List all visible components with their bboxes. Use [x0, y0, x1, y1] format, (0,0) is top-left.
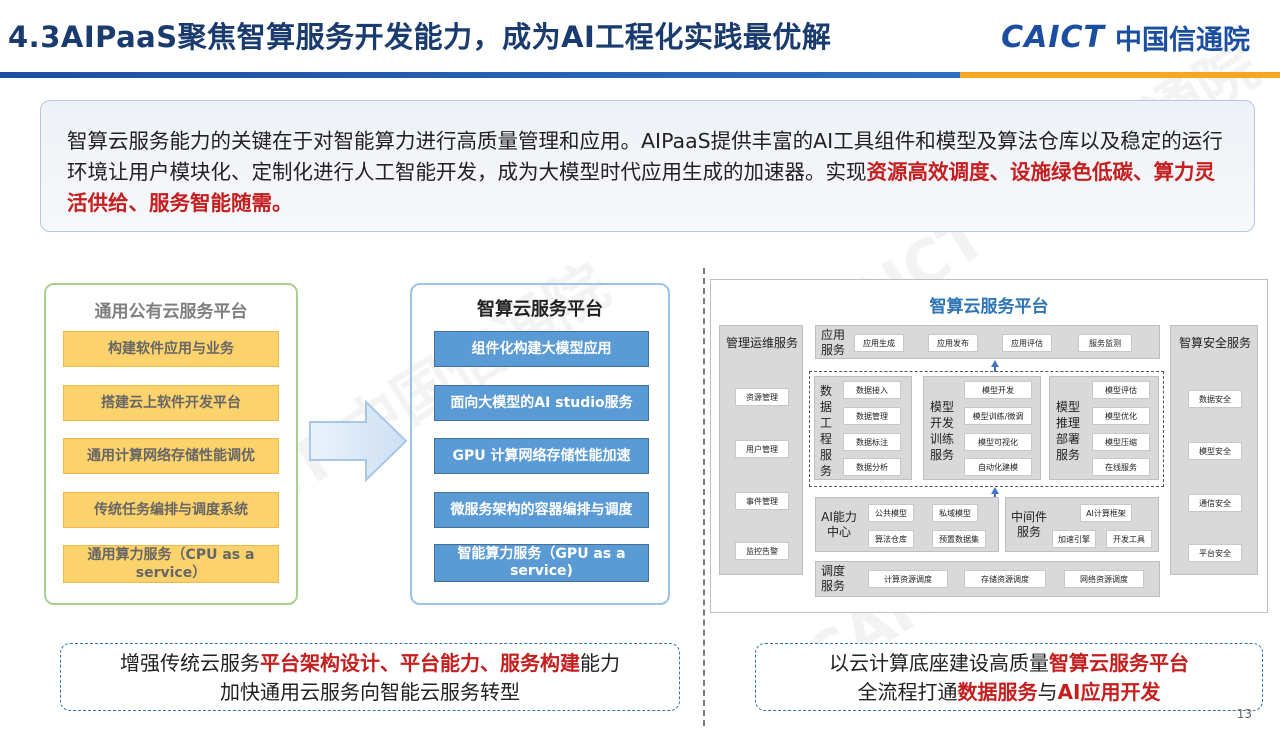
- arrow-up-icon: [991, 360, 999, 367]
- diagram-title: 智算云服务平台: [929, 297, 1049, 317]
- app-service-item: 应用发布: [928, 334, 978, 352]
- smart-cloud-item: 智能算力服务（GPU as a service): [434, 544, 649, 582]
- smart-cloud-panel: 智算云服务平台 组件化构建大模型应用 面向大模型的AI studio服务 GPU…: [410, 283, 670, 605]
- callout-right-text: 全流程打通: [857, 680, 958, 704]
- callout-left-text: 能力: [580, 651, 620, 675]
- header-divider: [0, 72, 1280, 78]
- security-item: 数据安全: [1188, 390, 1242, 408]
- mgmt-panel: 管理运维服务 资源管理 用户管理 事件管理 监控告警: [719, 325, 803, 575]
- smart-cloud-item: 微服务架构的容器编排与调度: [434, 492, 649, 528]
- smart-cloud-item: GPU 计算网络存储性能加速: [434, 438, 649, 474]
- callout-left-line2: 加快通用云服务向智能云服务转型: [220, 680, 520, 704]
- mgmt-item: 资源管理: [735, 388, 789, 406]
- model-training-title: 模型开发训练服务: [929, 400, 954, 462]
- callout-right-highlight: 智算云服务平台: [1049, 651, 1189, 675]
- security-item: 模型安全: [1188, 442, 1242, 460]
- middleware-panel: 中间件服务 AI计算框架 加速引擎 开发工具: [1005, 497, 1159, 552]
- app-service-title: 应用服务: [820, 328, 845, 357]
- callout-left: 增强传统云服务平台架构设计、平台能力、服务构建能力 加快通用云服务向智能云服务转…: [60, 643, 680, 711]
- model-inference-item: 模型压缩: [1092, 433, 1150, 451]
- ai-capability-item: 预置数据集: [932, 530, 986, 548]
- callout-right-text: 与: [1037, 680, 1058, 704]
- callout-right-highlight: 数据服务: [957, 680, 1038, 704]
- model-inference-title: 模型推理部署服务: [1055, 400, 1080, 462]
- general-cloud-item: 通用计算网络存储性能调优: [63, 438, 279, 474]
- page-number: 13: [1236, 707, 1252, 721]
- intro-panel: 智算云服务能力的关键在于对智能算力进行高质量管理和应用。AIPaaS提供丰富的A…: [40, 100, 1255, 232]
- flow-arrow: [994, 366, 996, 372]
- scheduling-panel: 调度服务 计算资源调度 存储资源调度 网络资源调度: [815, 561, 1160, 597]
- section-divider: [703, 268, 705, 726]
- smart-cloud-title: 智算云服务平台: [477, 299, 603, 320]
- data-engineering-item: 数据管理: [843, 407, 901, 425]
- ai-capability-item: 私域模型: [932, 504, 978, 522]
- middleware-title: 中间件服务: [1010, 510, 1047, 539]
- callout-right-highlight: AI应用开发: [1057, 680, 1161, 704]
- model-training-panel: 模型开发训练服务 模型开发 模型训练/微调 模型可视化 自动化建模: [923, 376, 1041, 480]
- data-engineering-panel: 数据工程服务 数据接入 数据管理 数据标注 数据分析: [814, 376, 912, 480]
- middleware-item: 加速引擎: [1052, 530, 1096, 548]
- general-cloud-item: 通用算力服务（CPU as a service）: [63, 545, 279, 583]
- security-item: 平台安全: [1188, 544, 1242, 562]
- general-cloud-item: 搭建云上软件开发平台: [63, 385, 279, 421]
- model-inference-item: 模型优化: [1092, 407, 1150, 425]
- general-cloud-title: 通用公有云服务平台: [94, 302, 248, 322]
- arrow-up-icon: [991, 487, 999, 494]
- ai-workflow-group: [809, 371, 1164, 487]
- mgmt-title: 管理运维服务: [725, 336, 798, 350]
- app-service-panel: 应用服务 应用生成 应用发布 应用评估 服务监测: [815, 325, 1160, 359]
- logo-text-cn: 中国信通院: [1115, 25, 1250, 56]
- data-engineering-item: 数据接入: [843, 381, 901, 399]
- model-inference-panel: 模型推理部署服务 模型评估 模型优化 模型压缩 在线服务: [1049, 376, 1159, 480]
- model-training-item: 模型训练/微调: [964, 407, 1032, 425]
- scheduling-item: 存储资源调度: [964, 570, 1046, 588]
- intro-text: 智算云服务能力的关键在于对智能算力进行高质量管理和应用。AIPaaS提供丰富的A…: [67, 129, 1223, 184]
- data-engineering-title: 数据工程服务: [819, 384, 832, 478]
- model-training-item: 模型可视化: [964, 433, 1032, 451]
- page-title: 4.3AIPaaS聚焦智算服务开发能力，成为AI工程化实践最优解: [8, 20, 832, 54]
- model-training-item: 模型开发: [964, 381, 1032, 399]
- smart-cloud-item: 组件化构建大模型应用: [434, 331, 649, 367]
- general-cloud-item: 传统任务编排与调度系统: [63, 492, 279, 528]
- general-cloud-item: 构建软件应用与业务: [63, 331, 279, 367]
- security-panel: 智算安全服务 数据安全 模型安全 通信安全 平台安全: [1170, 325, 1258, 575]
- mgmt-item: 监控告警: [735, 542, 789, 560]
- security-title: 智算安全服务: [1178, 336, 1251, 350]
- logo-text-en: CAICT: [1001, 20, 1105, 55]
- app-service-item: 应用生成: [854, 334, 904, 352]
- mgmt-item: 用户管理: [735, 440, 789, 458]
- ai-capability-panel: AI能力中心 公共模型 私域模型 算法仓库 预置数据集: [815, 497, 999, 552]
- arrow-right-icon: [309, 400, 408, 482]
- mgmt-item: 事件管理: [735, 492, 789, 510]
- smart-cloud-item: 面向大模型的AI studio服务: [434, 385, 649, 421]
- data-engineering-item: 数据标注: [843, 433, 901, 451]
- intro-highlight: 资源高效调度、设施绿色低碳、算力灵活供给、服务智能随需。: [67, 160, 1215, 215]
- middleware-item: AI计算框架: [1080, 504, 1132, 522]
- app-service-item: 应用评估: [1002, 334, 1052, 352]
- model-training-item: 自动化建模: [964, 458, 1032, 476]
- ai-capability-item: 公共模型: [868, 504, 914, 522]
- callout-right-text: 以云计算底座建设高质量: [829, 651, 1049, 675]
- app-service-item: 服务监测: [1078, 334, 1132, 352]
- security-item: 通信安全: [1188, 494, 1242, 512]
- general-cloud-panel: 通用公有云服务平台 构建软件应用与业务 搭建云上软件开发平台 通用计算网络存储性…: [44, 283, 298, 605]
- callout-right: 以云计算底座建设高质量智算云服务平台 全流程打通数据服务与AI应用开发: [755, 643, 1263, 711]
- caict-logo: CAICT 中国信通院: [1001, 18, 1250, 57]
- scheduling-title: 调度服务: [820, 564, 845, 593]
- ai-capability-title: AI能力中心: [821, 510, 857, 539]
- data-engineering-item: 数据分析: [843, 458, 901, 476]
- callout-left-text: 增强传统云服务: [120, 651, 260, 675]
- scheduling-item: 计算资源调度: [868, 570, 948, 588]
- scheduling-item: 网络资源调度: [1064, 570, 1144, 588]
- platform-diagram: 智算云服务平台 管理运维服务 资源管理 用户管理 事件管理 监控告警 智算安全服…: [710, 279, 1268, 613]
- middleware-item: 开发工具: [1106, 530, 1152, 548]
- ai-capability-item: 算法仓库: [868, 530, 914, 548]
- callout-left-highlight: 平台架构设计、平台能力、服务构建: [260, 651, 580, 675]
- model-inference-item: 模型评估: [1092, 381, 1150, 399]
- model-inference-item: 在线服务: [1092, 458, 1150, 476]
